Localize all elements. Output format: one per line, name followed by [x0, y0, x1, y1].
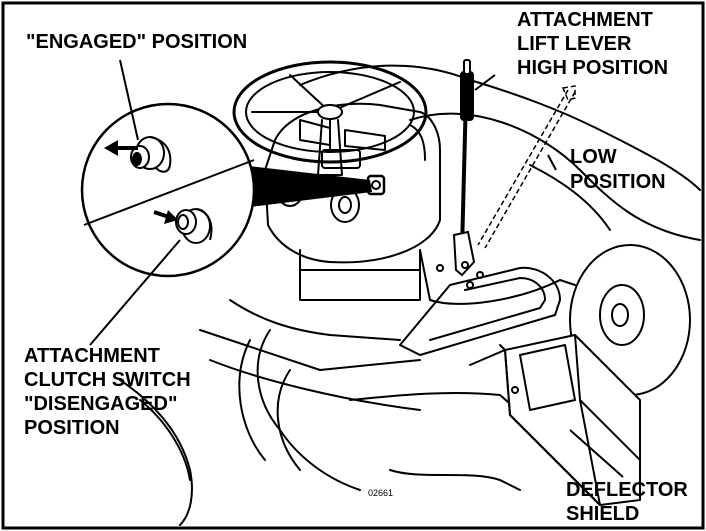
footrest — [299, 249, 421, 301]
zoom-callout — [80, 102, 256, 278]
deflector-shield-label-line1: DEFLECTOR — [566, 479, 688, 501]
low-position-label-line1: LOW — [570, 146, 617, 168]
deflector-shield-label-line2: SHIELD — [566, 503, 639, 525]
attachment-clutch-switch-icon — [130, 136, 172, 173]
steering-wheel-icon — [232, 60, 428, 176]
clutch-switch-label-line4: POSITION — [24, 417, 120, 439]
lift-lever-low-position — [477, 85, 576, 249]
low-position-label-line2: POSITION — [570, 171, 666, 193]
leader-lines — [89, 59, 624, 478]
zoom-wedge — [240, 165, 372, 208]
lift-lever-label-line1: ATTACHMENT — [517, 9, 653, 31]
engaged-position-label: "ENGAGED" POSITION — [26, 31, 247, 53]
lift-lever-icon — [452, 59, 476, 277]
clutch-switch-label-line3: "DISENGAGED" — [24, 393, 177, 415]
clutch-switch-label-line1: ATTACHMENT — [24, 345, 160, 367]
figure-number: 02661 — [368, 488, 393, 498]
front-wheel — [119, 379, 193, 526]
foot-platform — [399, 266, 561, 356]
clutch-switch-label-line2: CLUTCH SWITCH — [24, 369, 191, 391]
disengaged-switch — [175, 208, 213, 244]
mower-deck — [349, 391, 631, 496]
lift-lever-label-line3: HIGH POSITION — [517, 57, 668, 79]
hood-outline — [299, 64, 701, 191]
lift-lever-label-line2: LIFT LEVER — [517, 33, 632, 55]
